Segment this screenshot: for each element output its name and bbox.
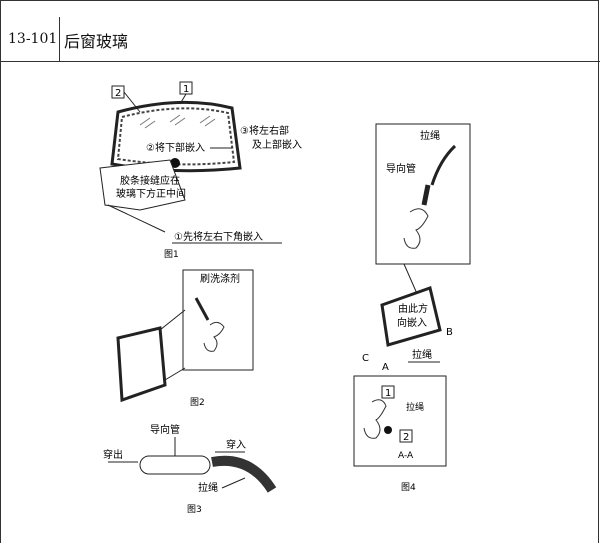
fig4-dir-line2: 向嵌入 bbox=[397, 316, 427, 329]
fig1-step2: ②将下部嵌入 bbox=[146, 141, 205, 154]
fig4-rope-line bbox=[430, 144, 457, 186]
fig4-detail-leader bbox=[403, 263, 419, 297]
fig2-leader-top bbox=[159, 309, 186, 331]
fig3-enter: 穿入 bbox=[226, 438, 246, 451]
fig4-section-box bbox=[353, 375, 447, 467]
fig2-detail-box bbox=[182, 269, 254, 371]
glass-hatching bbox=[139, 114, 216, 129]
fig4-section-profile bbox=[363, 399, 387, 439]
brush-icon bbox=[194, 297, 210, 321]
fig3-rope-leader bbox=[221, 477, 246, 489]
callout-1-leader bbox=[179, 93, 187, 105]
callout-1: 1 bbox=[183, 84, 189, 95]
note-callout-shape bbox=[99, 159, 186, 211]
fig1-caption: 图1 bbox=[164, 249, 179, 260]
fig2-glass bbox=[116, 326, 167, 403]
fig1-note-line2: 玻璃下方正中间 bbox=[116, 187, 186, 200]
fig4-rope-top: 拉绳 bbox=[420, 129, 440, 142]
header-divider bbox=[59, 17, 60, 61]
figure-3: 导向管 穿出 穿入 拉绳 图3 bbox=[103, 423, 277, 515]
fig4-dir-line1: 由此方 bbox=[398, 302, 428, 315]
figure-2: 刷洗涤剂 图2 bbox=[116, 269, 254, 408]
fig2-label: 刷洗涤剂 bbox=[200, 272, 240, 285]
fig1-note-line1: 胶条接缝应在 bbox=[120, 174, 180, 187]
step1-leader bbox=[107, 204, 166, 233]
guide-tube-shape bbox=[139, 455, 211, 475]
fig4-label-a: A bbox=[382, 362, 389, 373]
fig1-step3-line2: 及上部嵌入 bbox=[252, 138, 302, 151]
fig1-step3-line1: ③将左右部 bbox=[240, 124, 289, 137]
fig4-detail-box-top bbox=[375, 123, 471, 265]
figure-1: 2 1 ②将下部嵌入 ③将左右部 及上部嵌入 胶条接缝应在 玻璃下方正中间 ①先… bbox=[99, 81, 302, 260]
fig3-guide-tube: 导向管 bbox=[150, 423, 180, 436]
fig4-callout-1: 1 bbox=[385, 388, 391, 399]
fig4-glass bbox=[380, 286, 442, 347]
fig4-caption: 图4 bbox=[401, 482, 416, 493]
fig4-label-c: C bbox=[362, 353, 369, 364]
fig4-rope-bottom: 拉绳 bbox=[412, 348, 432, 361]
fig4-callout-box-2 bbox=[399, 429, 413, 443]
callout-2-leader bbox=[123, 91, 141, 113]
fig4-seal-detail bbox=[403, 208, 429, 249]
fig3-rope: 拉绳 bbox=[198, 481, 218, 494]
fig4-callout-box-1 bbox=[381, 385, 395, 399]
fig3-exit: 穿出 bbox=[103, 448, 123, 461]
fig4-guide-tube: 导向管 bbox=[386, 162, 416, 175]
fig2-caption: 图2 bbox=[190, 397, 205, 408]
fig4-rope-dot bbox=[384, 426, 392, 434]
figure-4: 拉绳 导向管 由此方 向嵌入 B C A 拉绳 1 拉绳 2 A-A 图4 bbox=[353, 123, 471, 493]
fig2-leader-bottom bbox=[164, 367, 186, 381]
fig4-guide-tube-shape bbox=[421, 184, 431, 206]
fig4-rope-section: 拉绳 bbox=[406, 401, 424, 413]
fig4-callout-2: 2 bbox=[403, 432, 409, 443]
pull-rope bbox=[211, 455, 277, 493]
fig3-caption: 图3 bbox=[187, 504, 202, 515]
page-title: 后窗玻璃 bbox=[64, 32, 129, 51]
seal-profile-detail bbox=[203, 321, 225, 352]
callout-2: 2 bbox=[115, 88, 121, 99]
fig1-step1: ①先将左右下角嵌入 bbox=[174, 230, 263, 243]
rubber-seal bbox=[116, 107, 236, 166]
fig4-section-label: A-A bbox=[398, 451, 414, 461]
fig4-label-b: B bbox=[446, 327, 453, 338]
page-number: 13-101 bbox=[8, 31, 58, 47]
page-header bbox=[0, 17, 600, 62]
